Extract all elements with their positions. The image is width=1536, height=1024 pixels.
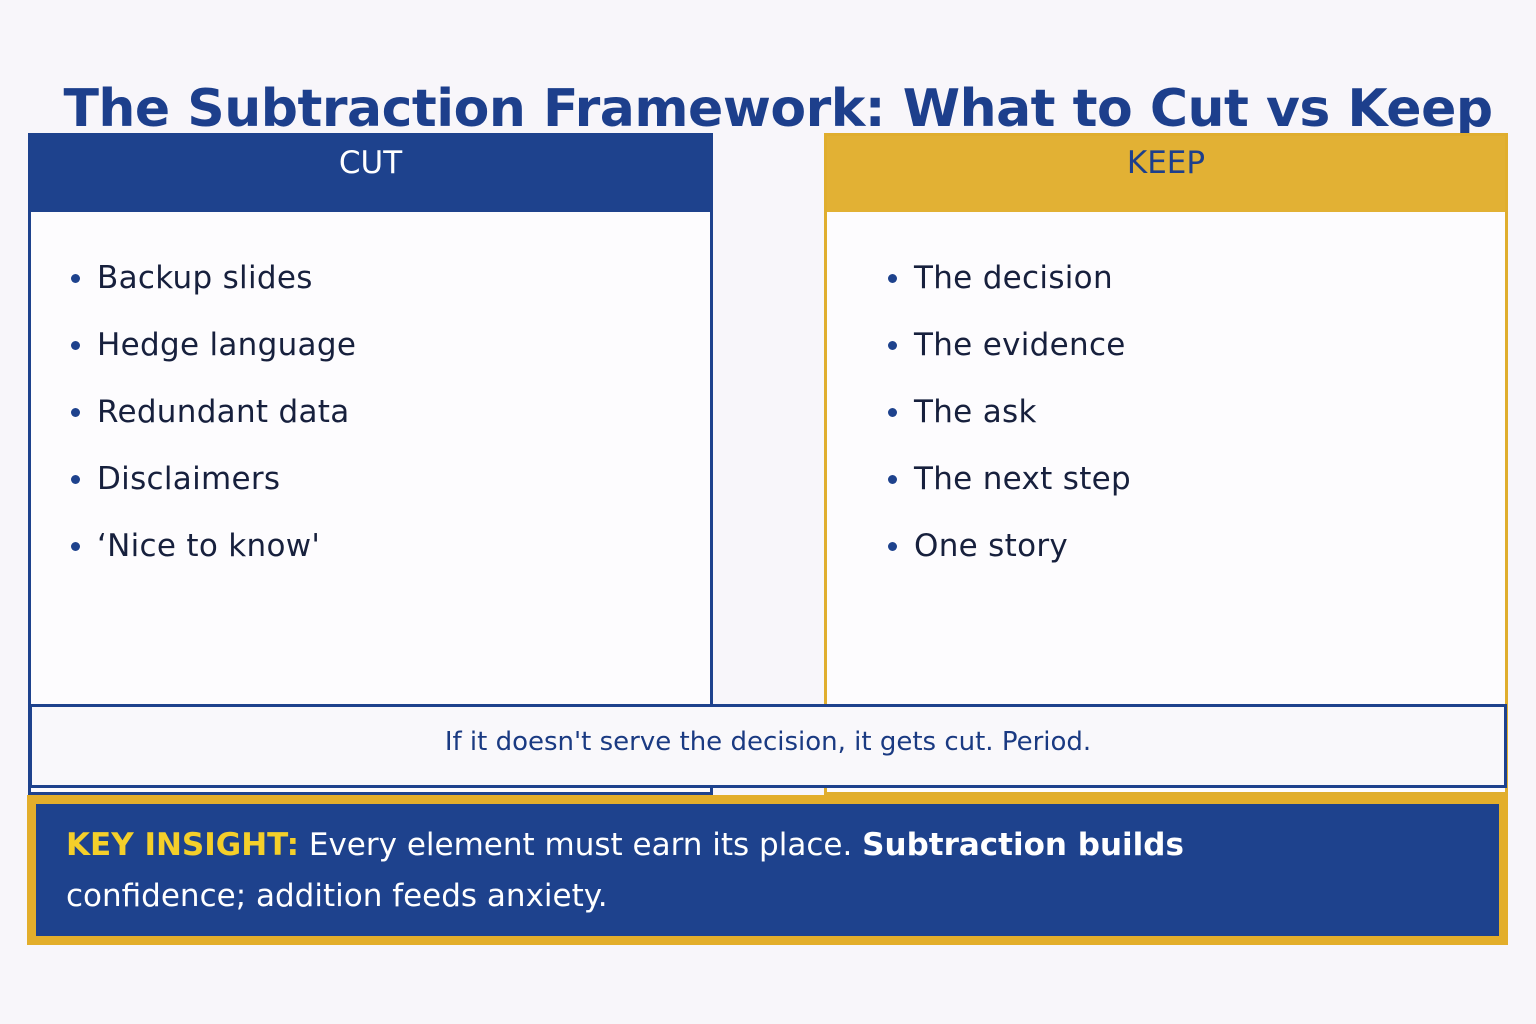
key-insight-box: KEY INSIGHT: Every element must earn its… bbox=[27, 795, 1508, 945]
bullet-icon bbox=[888, 542, 897, 551]
cut-header: CUT bbox=[31, 136, 710, 212]
bullet-icon bbox=[888, 341, 897, 350]
keep-column: KEEP The decision The evidence The ask T… bbox=[824, 133, 1508, 795]
rule-statement: If it doesn't serve the decision, it get… bbox=[29, 704, 1507, 788]
keep-list-item: The ask bbox=[888, 378, 1131, 445]
cut-list: Backup slides Hedge language Redundant d… bbox=[71, 244, 356, 579]
keep-list-item: The evidence bbox=[888, 311, 1131, 378]
bullet-icon bbox=[71, 542, 80, 551]
bullet-icon bbox=[71, 341, 80, 350]
bullet-icon bbox=[71, 274, 80, 283]
cut-list-item: Hedge language bbox=[71, 311, 356, 378]
bullet-icon bbox=[71, 475, 80, 484]
key-insight-text: Every element must earn its place. bbox=[299, 827, 863, 863]
bullet-icon bbox=[71, 408, 80, 417]
cut-list-item: Disclaimers bbox=[71, 445, 356, 512]
cut-list-item: Redundant data bbox=[71, 378, 356, 445]
keep-list-item: The next step bbox=[888, 445, 1131, 512]
bullet-icon bbox=[888, 274, 897, 283]
keep-list-item: One story bbox=[888, 512, 1131, 579]
key-insight-emphasis: Subtraction builds bbox=[862, 827, 1184, 863]
key-insight-text-rest: confidence; addition feeds anxiety. bbox=[66, 878, 608, 914]
page-title: The Subtraction Framework: What to Cut v… bbox=[63, 78, 1493, 139]
cut-column: CUT Backup slides Hedge language Redunda… bbox=[28, 133, 713, 795]
bullet-icon bbox=[888, 408, 897, 417]
cut-list-item: Backup slides bbox=[71, 244, 356, 311]
keep-list: The decision The evidence The ask The ne… bbox=[888, 244, 1131, 579]
keep-header: KEEP bbox=[827, 136, 1505, 212]
cut-list-item: ‘Nice to know' bbox=[71, 512, 356, 579]
key-insight-label: KEY INSIGHT: bbox=[66, 827, 300, 863]
keep-list-item: The decision bbox=[888, 244, 1131, 311]
bullet-icon bbox=[888, 475, 897, 484]
